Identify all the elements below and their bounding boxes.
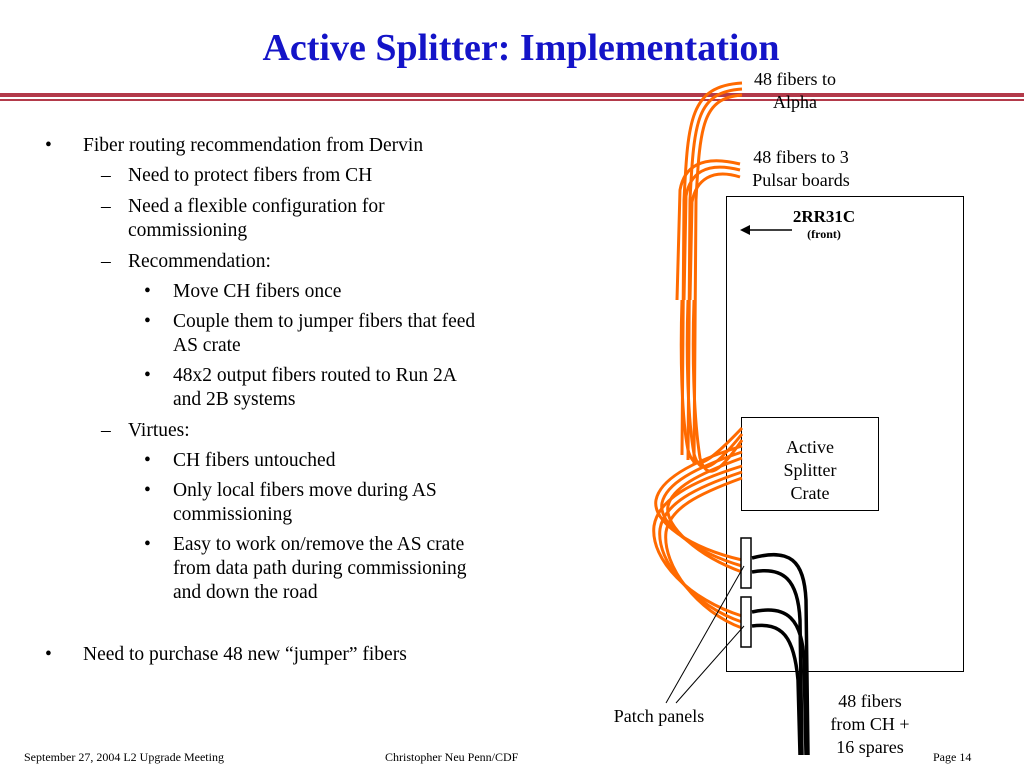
bullet-protect-fibers: Need to protect fibers from CH bbox=[128, 165, 373, 186]
front-arrow-icon bbox=[740, 225, 750, 235]
label-as-line3: Crate bbox=[790, 483, 830, 503]
label-pulsar-line2: Pulsar boards bbox=[752, 170, 850, 190]
crate-side: (front) bbox=[807, 227, 841, 241]
bullet-marker: • bbox=[144, 480, 151, 501]
bullet-marker: • bbox=[144, 311, 151, 332]
bullet-flexible-config: Need a flexible configuration for bbox=[128, 196, 385, 217]
footer-page: Page 14 bbox=[933, 750, 972, 764]
bullet-couple-jumpers-cont: AS crate bbox=[173, 335, 241, 356]
footer-author: Christopher Neu Penn/CDF bbox=[385, 750, 519, 764]
label-ch-line1: 48 fibers bbox=[838, 691, 902, 711]
label-alpha-line2: Alpha bbox=[773, 92, 817, 112]
bullet-purchase-jumpers: Need to purchase 48 new “jumper” fibers bbox=[83, 644, 407, 665]
bullet-marker: • bbox=[144, 450, 151, 471]
label-pulsar: 48 fibers to 3 Pulsar boards bbox=[730, 146, 872, 192]
bullet-couple-jumpers: Couple them to jumper fibers that feed bbox=[173, 311, 476, 332]
footer-date: September 27, 2004 L2 Upgrade Meeting bbox=[24, 750, 224, 764]
label-active-splitter: Active Splitter Crate bbox=[741, 436, 879, 505]
label-alpha: 48 fibers to Alpha bbox=[730, 68, 860, 114]
bullet-flexible-config-cont: commissioning bbox=[128, 220, 248, 241]
title-rule-top bbox=[0, 93, 1024, 97]
bullet-list: • Fiber routing recommendation from Derv… bbox=[0, 0, 560, 700]
label-as-line1: Active bbox=[786, 437, 834, 457]
label-alpha-line1: 48 fibers to bbox=[754, 69, 836, 89]
ch-cables bbox=[751, 552, 810, 756]
rack-2rr31c bbox=[726, 196, 964, 672]
bullet-marker: • bbox=[144, 534, 151, 555]
bullet-easy-remove: Easy to work on/remove the AS crate bbox=[173, 534, 465, 555]
bullet-virtues: Virtues: bbox=[128, 420, 190, 441]
bullet-ch-untouched: CH fibers untouched bbox=[173, 450, 336, 471]
label-ch-line3: 16 spares bbox=[836, 737, 904, 757]
bullet-local-fibers-cont: commissioning bbox=[173, 504, 293, 525]
bullet-marker: • bbox=[45, 644, 52, 665]
title-rule-bottom bbox=[0, 99, 1024, 101]
label-as-line2: Splitter bbox=[783, 460, 837, 480]
crate-name: 2RR31C bbox=[792, 207, 856, 226]
bullet-output-fibers: 48x2 output fibers routed to Run 2A bbox=[173, 365, 457, 386]
bullet-recommendation: Recommendation: bbox=[128, 251, 271, 272]
bullet-marker: • bbox=[45, 135, 52, 156]
label-patch-panels: Patch panels bbox=[613, 706, 705, 726]
bullet-marker: • bbox=[144, 365, 151, 386]
patch-panel-lower bbox=[740, 596, 752, 648]
slide-title: Active Splitter: Implementation bbox=[262, 27, 780, 69]
bullet-move-ch-fibers: Move CH fibers once bbox=[173, 281, 342, 302]
patch-callout-line bbox=[675, 625, 745, 704]
bullet-easy-remove-cont1: from data path during commissioning bbox=[173, 558, 467, 579]
bullet-easy-remove-cont2: and down the road bbox=[173, 582, 318, 603]
jumper-fibers bbox=[652, 444, 743, 630]
bullet-fiber-routing: Fiber routing recommendation from Dervin bbox=[83, 135, 424, 156]
bullet-output-fibers-cont: and 2B systems bbox=[173, 389, 296, 410]
patch-callout-line bbox=[665, 565, 745, 704]
patch-panel-upper bbox=[740, 537, 752, 589]
label-pulsar-line1: 48 fibers to 3 bbox=[753, 147, 849, 167]
fibers-to-pulsar bbox=[675, 159, 744, 473]
active-splitter-crate bbox=[741, 417, 879, 511]
label-ch-fibers: 48 fibers from CH + 16 spares bbox=[806, 690, 934, 759]
bullet-marker: • bbox=[144, 281, 151, 302]
dash-marker: – bbox=[101, 251, 111, 272]
bullet-local-fibers: Only local fibers move during AS bbox=[173, 480, 437, 501]
dash-marker: – bbox=[101, 196, 111, 217]
dash-marker: – bbox=[101, 165, 111, 186]
dash-marker: – bbox=[101, 420, 111, 441]
label-ch-line2: from CH + bbox=[830, 714, 910, 734]
